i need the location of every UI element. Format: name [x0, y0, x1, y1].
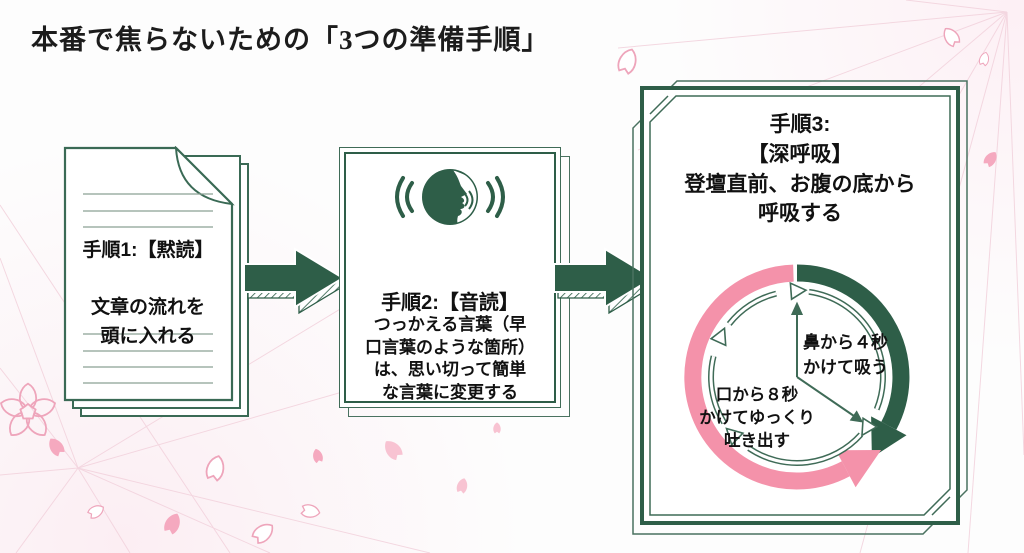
- step1-body: 文章の流れを 頭に入れる: [90, 297, 205, 347]
- step3-corner-accents: [649, 95, 951, 516]
- step2-card: 手順2:【音読】 つっかえる言葉（早 口言葉のような箇所） は、思い切って簡単 …: [339, 147, 570, 417]
- step3-inner-chamfer-border: [649, 95, 951, 516]
- clock-hands-icon: [790, 301, 864, 423]
- inhale-arc: [796, 264, 910, 430]
- breathing-cycle-diagram: [684, 264, 910, 490]
- step3-outer-border: [640, 86, 960, 525]
- step3-card-frame: [632, 80, 968, 535]
- step2-heading: 手順2:【音読】: [381, 292, 519, 314]
- step1-heading: 手順1:【黙読】: [82, 240, 214, 261]
- inner-cycle-arrows: [708, 281, 886, 466]
- exhale-arrowhead-icon: [835, 450, 882, 488]
- document-folded-corner: [174, 146, 235, 206]
- exhale-arc: [684, 264, 850, 490]
- inhale-label: 鼻から４秒 かけて吸う: [803, 333, 888, 377]
- exhale-label: 口から８秒 かけてゆっくり 吐き出す: [699, 386, 815, 451]
- step1-text: 手順1:【黙読】 文章の流れを 頭に入れる: [66, 237, 230, 351]
- document-icon: [63, 146, 249, 417]
- document-ruled-lines: [83, 193, 213, 384]
- sound-waves-icon: [395, 176, 505, 218]
- page-title: 本番で焦らないための「3つの準備手順」: [31, 25, 550, 55]
- arrow-right-icon: [243, 247, 349, 315]
- step3-heading: 手順3: 【深呼吸】 登壇直前、お腹の底から 呼吸する: [684, 113, 916, 226]
- step2-body: つっかえる言葉（早 口言葉のような箇所） は、思い切って簡単 な言葉に変更する: [365, 315, 535, 402]
- speaking-head-icon: [395, 169, 505, 225]
- inhale-arrowhead-icon: [871, 416, 907, 458]
